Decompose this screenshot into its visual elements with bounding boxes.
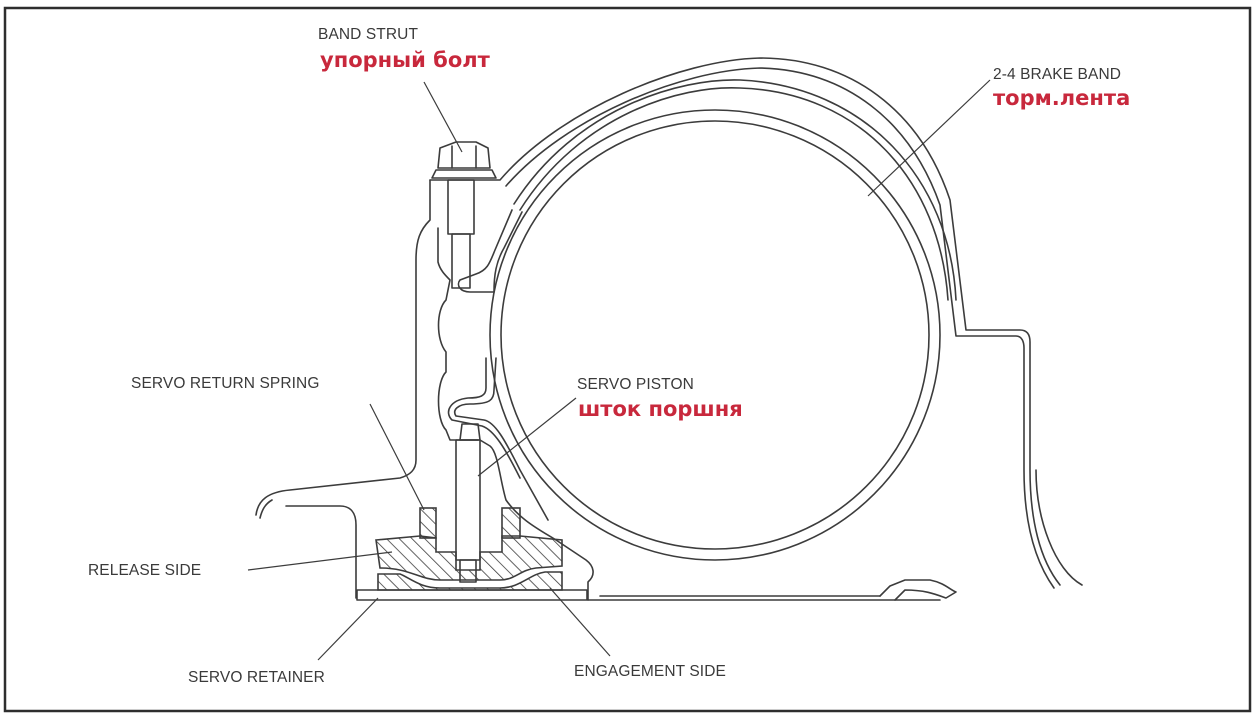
servo-return-spring-left (419, 507, 437, 539)
leader-servo-retainer (317, 597, 379, 661)
leader-servo-piston (477, 397, 577, 477)
band-strut-bolt (431, 141, 497, 289)
label-band-strut: BAND STRUT (318, 26, 419, 43)
housing-outline (429, 57, 1061, 586)
label-servo-piston-ru: шток поршня (578, 397, 743, 421)
leader-servo-return-spring (369, 403, 425, 511)
label-band-strut-ru: упорный болт (320, 48, 490, 72)
release-side-piston (375, 535, 563, 581)
label-servo-return-spring: SERVO RETURN SPRING (131, 375, 320, 392)
servo-return-spring-right (501, 507, 521, 539)
label-release-side: RELEASE SIDE (88, 562, 202, 579)
brake-drum (489, 109, 941, 561)
label-servo-retainer: SERVO RETAINER (188, 669, 325, 686)
servo-piston-rod (455, 423, 481, 583)
engagement-side-piston (377, 571, 563, 591)
label-brake-band-ru: торм.лента (993, 86, 1131, 110)
retaining-clip (879, 579, 957, 601)
leader-engagement-side (549, 587, 611, 657)
label-engagement-side: ENGAGEMENT SIDE (574, 663, 726, 680)
leader-brake-band (867, 79, 991, 197)
strut-bore (255, 179, 431, 516)
brake-band-inner (500, 120, 930, 550)
housing-inner (505, 67, 1055, 589)
label-servo-piston: SERVO PISTON (577, 376, 694, 393)
leader-release-side (247, 551, 393, 571)
servo-piston-assembly (375, 507, 563, 591)
leader-band-strut (423, 81, 463, 153)
label-brake-band: 2-4 BRAKE BAND (993, 66, 1122, 83)
brake-band-outer (519, 87, 949, 301)
band-end-lower (454, 357, 549, 521)
image-border (3, 6, 1252, 713)
band-end-upper (457, 209, 523, 293)
